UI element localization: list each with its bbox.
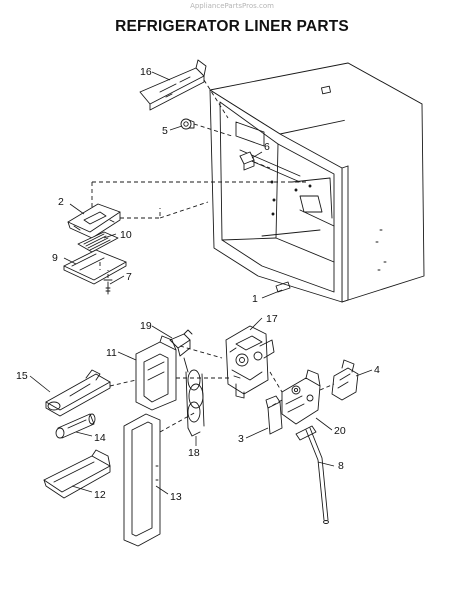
- callout-2: 2: [58, 196, 64, 208]
- callout-20: 20: [334, 425, 346, 437]
- callout-9: 9: [52, 252, 58, 264]
- callout-17: 17: [266, 313, 278, 325]
- callout-7: 7: [126, 271, 132, 283]
- callout-8: 8: [338, 460, 344, 472]
- callout-13: 13: [170, 491, 182, 503]
- connection-lines: [91, 79, 335, 433]
- part-15-filter-head: [45, 369, 111, 417]
- callout-1: 1: [252, 293, 258, 305]
- watermark: AppliancePartsPros.com: [190, 2, 274, 10]
- callout-6: 6: [264, 141, 270, 153]
- callout-10: 10: [120, 229, 132, 241]
- part-2-housing: [67, 203, 121, 239]
- callout-12: 12: [94, 489, 106, 501]
- part-4-bracket: [331, 359, 359, 401]
- part-3-clip: [265, 395, 283, 435]
- part-18-wire-coil: [183, 357, 205, 437]
- callout-16: 16: [140, 66, 152, 78]
- part-9-plate: [63, 249, 127, 285]
- part-5-grommet: [180, 118, 195, 130]
- part-14-filter: [55, 413, 96, 439]
- callout-labels: 16 5 6 2 10 9 7 1 19 17 11 15 4 14 3 20 …: [16, 66, 380, 503]
- part-7-screw: [103, 279, 113, 295]
- part-20-water-valve: [281, 369, 321, 425]
- part-liner: [209, 62, 425, 303]
- part-12-tray: [43, 449, 111, 499]
- part-17-valve-assembly: [225, 325, 275, 399]
- leader-lines: [29, 71, 373, 495]
- callout-19: 19: [140, 320, 152, 332]
- callout-4: 4: [374, 364, 380, 376]
- part-6-clip: [239, 151, 255, 171]
- part-19-connector: [169, 329, 193, 357]
- part-13-channel: [123, 413, 161, 547]
- callout-5: 5: [162, 125, 168, 137]
- callout-18: 18: [188, 447, 200, 459]
- part-11-bracket: [135, 335, 177, 411]
- callout-15: 15: [16, 370, 28, 382]
- part-8-tube: [295, 425, 329, 524]
- callout-3: 3: [238, 433, 244, 445]
- callout-11: 11: [106, 347, 117, 359]
- part-16-light-cover: [139, 59, 207, 111]
- callout-14: 14: [94, 432, 106, 444]
- page-title: REFRIGERATOR LINER PARTS: [115, 18, 349, 35]
